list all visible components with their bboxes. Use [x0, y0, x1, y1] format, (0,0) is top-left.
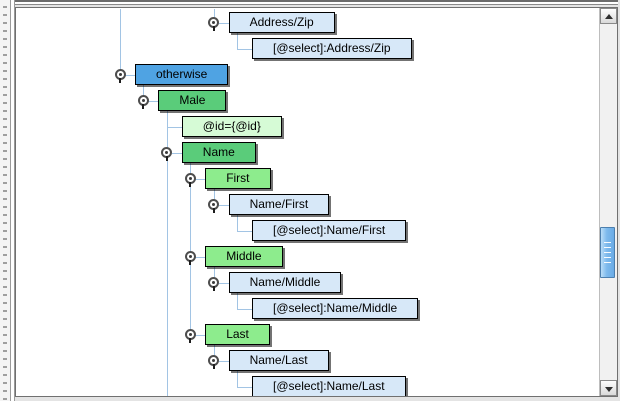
tree-connector-line: [218, 360, 229, 362]
tree-expander-icon[interactable]: [208, 17, 220, 31]
scrollbar-thumb[interactable]: [600, 227, 615, 278]
tree-connector-line: [120, 9, 121, 75]
tree-expander-icon[interactable]: [184, 251, 196, 265]
tree-connector-line: [213, 345, 215, 361]
tree-connector-line: [148, 100, 159, 102]
tree-node-select-name-middle[interactable]: [@select]:Name/Middle: [252, 298, 419, 319]
tree-node-name-last[interactable]: Name/Last: [228, 350, 329, 371]
tree-node-name[interactable]: Name: [181, 142, 256, 163]
tree-connector-line: [195, 178, 206, 180]
tree-connector-line: [195, 334, 206, 336]
tree-connector-line: [237, 215, 238, 231]
tree-connector-line: [218, 282, 229, 284]
tree-connector-line: [237, 308, 252, 310]
tree-node-male[interactable]: Male: [158, 90, 227, 111]
tree-connector-line: [213, 267, 215, 283]
tree-connector-line: [171, 152, 182, 154]
tree-connector-line: [237, 386, 252, 388]
tree-node-select-address-zip[interactable]: [@select]:Address/Zip: [252, 38, 412, 59]
tree-canvas: Address/Zip [@select]:Address/Zip otherwis…: [16, 8, 599, 396]
tree-node-name-middle[interactable]: Name/Middle: [228, 272, 342, 293]
tree-node-select-name-last[interactable]: [@select]:Name/Last: [252, 376, 406, 396]
tree-connector-line: [237, 48, 252, 50]
triangle-up-icon: [605, 14, 613, 19]
vertical-scrollbar[interactable]: [599, 8, 617, 396]
tree-connector-line: [195, 256, 206, 258]
tree-node-select-name-first[interactable]: [@select]:Name/First: [252, 220, 407, 241]
tree-expander-icon[interactable]: [208, 199, 220, 213]
scroll-down-button[interactable]: [600, 380, 617, 396]
tree-expander-icon[interactable]: [208, 277, 220, 291]
tree-node-id-attribute[interactable]: @id={@id}: [181, 116, 282, 137]
tree-expander-icon[interactable]: [208, 355, 220, 369]
scroll-up-button[interactable]: [600, 8, 617, 24]
tree-connector-line: [143, 85, 145, 101]
tree-expander-icon[interactable]: [161, 147, 173, 161]
tree-connector-line: [237, 33, 238, 49]
splitter-texture-strip: [0, 0, 10, 401]
tree-expander-icon[interactable]: [114, 69, 126, 83]
tree-connector-line: [125, 74, 135, 76]
tree-connector-line: [237, 230, 252, 232]
tree-node-address-zip[interactable]: Address/Zip: [228, 12, 335, 33]
tree-connector-line: [218, 22, 229, 24]
tree-node-last[interactable]: Last: [205, 324, 270, 345]
top-panel-edge: [15, 0, 618, 5]
tree-connector-line: [218, 204, 229, 206]
tree-connector-line: [237, 371, 238, 387]
tree-connector-line: [237, 293, 238, 309]
tree-node-name-first[interactable]: Name/First: [228, 194, 330, 215]
tree-expander-icon[interactable]: [184, 329, 196, 343]
tree-expander-icon[interactable]: [137, 95, 149, 109]
tree-connector-line: [190, 163, 192, 335]
triangle-down-icon: [605, 387, 613, 392]
tree-connector-line: [166, 126, 182, 128]
tree-connector-line: [213, 9, 215, 23]
tree-node-middle[interactable]: Middle: [205, 246, 283, 267]
tree-connector-line: [166, 111, 168, 396]
mapping-tree-panel: Address/Zip [@select]:Address/Zip otherwis…: [15, 7, 618, 397]
scrollbar-track[interactable]: [600, 24, 617, 380]
tree-connector-line: [213, 189, 215, 205]
tree-node-first[interactable]: First: [205, 168, 271, 189]
tree-node-otherwise[interactable]: otherwise: [135, 64, 229, 85]
tree-expander-icon[interactable]: [184, 173, 196, 187]
panel-divider: [10, 0, 15, 401]
